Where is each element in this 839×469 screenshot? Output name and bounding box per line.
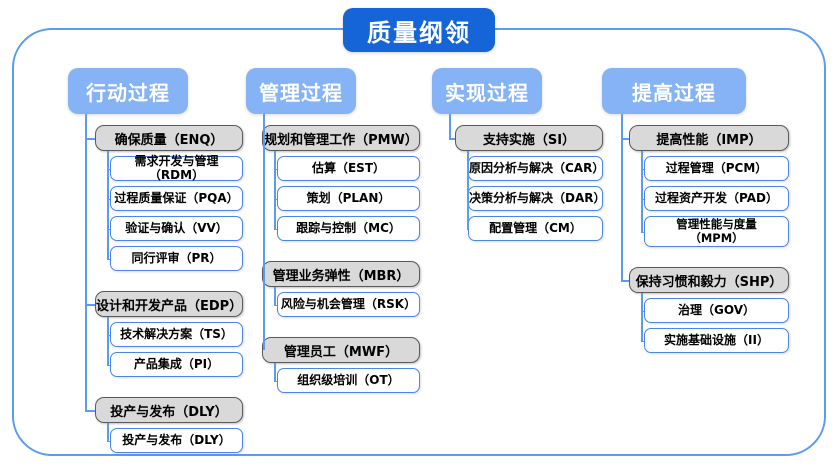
connector-horizontal — [274, 228, 277, 231]
connector-vertical — [641, 293, 643, 341]
connector-horizontal — [449, 138, 455, 140]
connector-horizontal — [274, 304, 277, 307]
group-box[interactable]: 支持实施（SI） — [455, 125, 603, 151]
group-box[interactable]: 保持习惯和毅力（SHP） — [629, 267, 789, 293]
leaf-box[interactable]: 治理（GOV） — [644, 298, 789, 323]
leaf-box[interactable]: 配置管理（CM） — [468, 216, 603, 241]
leaf-box[interactable]: 组织级培训（OT） — [277, 368, 420, 393]
leaf-box[interactable]: 原因分析与解决（CAR） — [468, 156, 604, 181]
leaf-box[interactable]: 估算（EST） — [277, 156, 420, 181]
group-box[interactable]: 确保质量（ENQ） — [95, 125, 243, 151]
connector-vertical — [274, 151, 276, 229]
column-spine — [85, 114, 87, 410]
connector-vertical — [107, 151, 109, 259]
group-box[interactable]: 规划和管理工作（PMW） — [262, 125, 420, 151]
leaf-box[interactable]: 过程质量保证（PQA） — [110, 186, 243, 211]
group-box[interactable]: 提高性能（IMP） — [629, 125, 789, 151]
leaf-box[interactable]: 产品集成（PI） — [110, 352, 243, 377]
group-box[interactable]: 投产与发布（DLY） — [95, 397, 243, 423]
leaf-box[interactable]: 过程资产开发（PAD） — [644, 186, 789, 211]
column-header-1[interactable]: 行动过程 — [68, 68, 188, 114]
column-spine — [449, 114, 451, 138]
connector-vertical — [274, 287, 276, 305]
leaf-box[interactable]: 决策分析与解决（DAR） — [468, 186, 606, 211]
leaf-box[interactable]: 风险与机会管理（RSK） — [277, 292, 420, 317]
leaf-box[interactable]: 同行评审（PR） — [110, 246, 243, 271]
connector-horizontal — [107, 364, 110, 367]
connector-vertical — [467, 151, 469, 229]
connector-horizontal — [641, 340, 644, 343]
group-box[interactable]: 管理业务弹性（MBR） — [262, 261, 420, 287]
leaf-box[interactable]: 管理性能与度量（MPM） — [644, 216, 789, 247]
column-spine — [621, 114, 623, 280]
leaf-box[interactable]: 过程管理（PCM） — [644, 156, 789, 181]
leaf-box[interactable]: 验证与确认（VV） — [110, 216, 243, 241]
group-box[interactable]: 管理员工（MWF） — [262, 337, 420, 363]
leaf-box[interactable]: 策划（PLAN） — [277, 186, 420, 211]
connector-vertical — [641, 151, 643, 232]
connector-vertical — [107, 423, 109, 441]
leaf-box[interactable]: 跟踪与控制（MC） — [277, 216, 420, 241]
leaf-box[interactable]: 需求开发与管理（RDM） — [110, 154, 243, 181]
column-header-2[interactable]: 管理过程 — [246, 68, 356, 114]
column-header-3[interactable]: 实现过程 — [432, 68, 542, 114]
diagram-title: 质量纲领 — [343, 8, 495, 52]
leaf-box[interactable]: 实施基础设施（II） — [644, 328, 789, 353]
connector-horizontal — [467, 228, 468, 231]
column-header-4[interactable]: 提高过程 — [602, 68, 746, 114]
group-box[interactable]: 设计和开发产品（EDP） — [95, 291, 243, 317]
connector-horizontal — [274, 380, 277, 383]
connector-vertical — [274, 363, 276, 381]
connector-horizontal — [107, 258, 110, 261]
leaf-box[interactable]: 技术解决方案（TS） — [110, 322, 243, 347]
connector-horizontal — [85, 410, 95, 412]
connector-horizontal — [621, 280, 629, 282]
connector-horizontal — [85, 304, 95, 306]
connector-horizontal — [85, 138, 95, 140]
column-spine — [263, 114, 265, 350]
connector-horizontal — [107, 440, 110, 443]
connector-horizontal — [641, 231, 644, 234]
connector-vertical — [107, 317, 109, 365]
connector-horizontal — [621, 138, 629, 140]
leaf-box[interactable]: 投产与发布（DLY） — [110, 428, 243, 453]
